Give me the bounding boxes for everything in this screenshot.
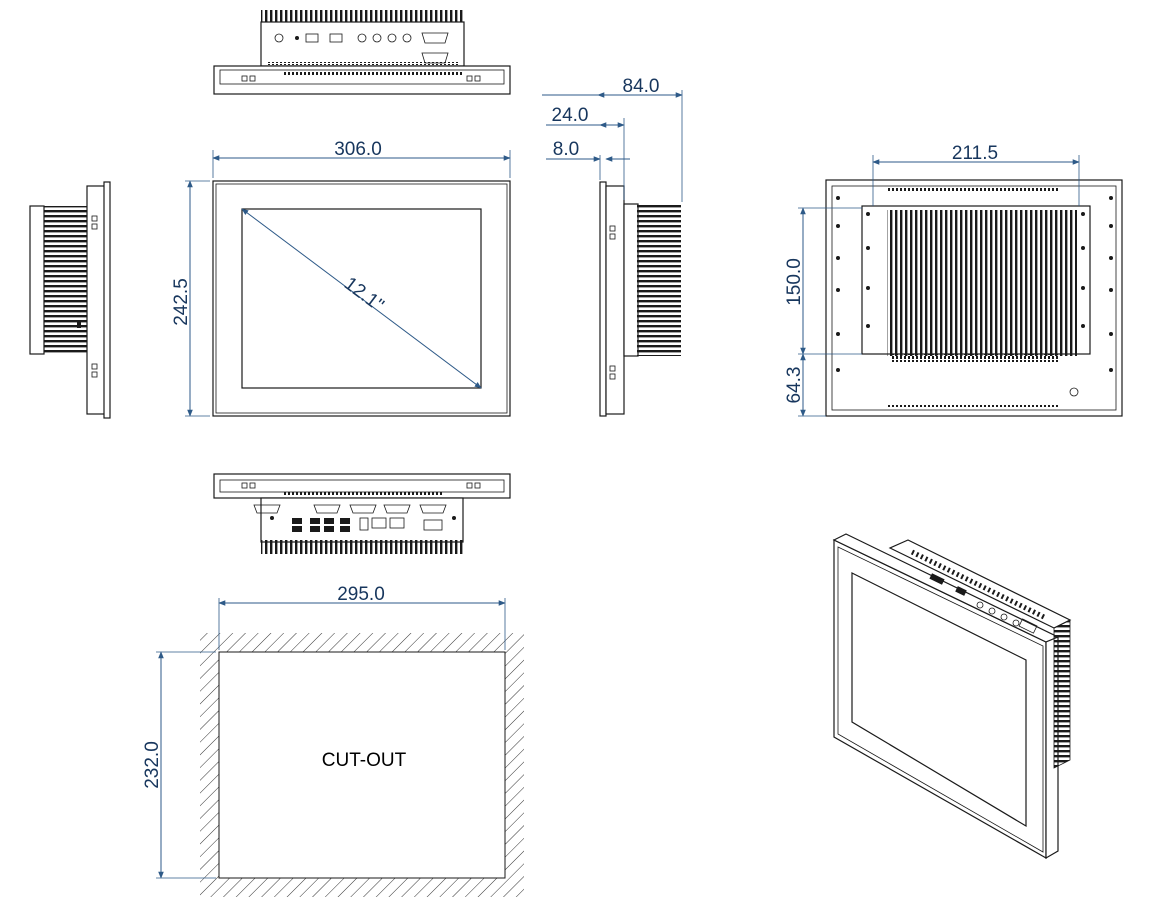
mount-offset-label: 64.3 xyxy=(784,367,805,404)
heatsink-fins-right xyxy=(637,204,681,356)
top-view xyxy=(213,10,511,95)
heatsink-fins-top xyxy=(261,10,464,24)
cutout-label: CUT-OUT xyxy=(322,750,407,771)
front-height-label: 242.5 xyxy=(171,278,192,326)
rear-view: 211.5 150.0 64.3 xyxy=(784,143,1123,417)
panel-depth-label: 24.0 xyxy=(552,105,589,126)
heatsink-fins-left xyxy=(42,206,90,354)
right-side-view: 84.0 24.0 8.0 xyxy=(542,76,683,417)
heatsink-fins-bottom xyxy=(261,540,463,554)
cutout-view: CUT-OUT 295.0 232.0 xyxy=(142,584,524,897)
cutout-height-label: 232.0 xyxy=(142,741,163,789)
isometric-view xyxy=(832,533,1072,860)
cutout-opening xyxy=(218,651,506,879)
mount-width-label: 211.5 xyxy=(952,143,998,164)
mount-height-label: 150.0 xyxy=(784,258,805,306)
bottom-view xyxy=(213,473,511,554)
front-view: 12.1" 306.0 242.5 xyxy=(171,139,511,417)
cutout-width-label: 295.0 xyxy=(337,584,385,605)
heatsink-fins-rear xyxy=(887,210,1077,356)
front-width-label: 306.0 xyxy=(334,139,382,160)
total-depth-label: 84.0 xyxy=(623,76,660,97)
bezel-depth-label: 8.0 xyxy=(553,139,579,160)
left-side-view xyxy=(29,181,111,419)
